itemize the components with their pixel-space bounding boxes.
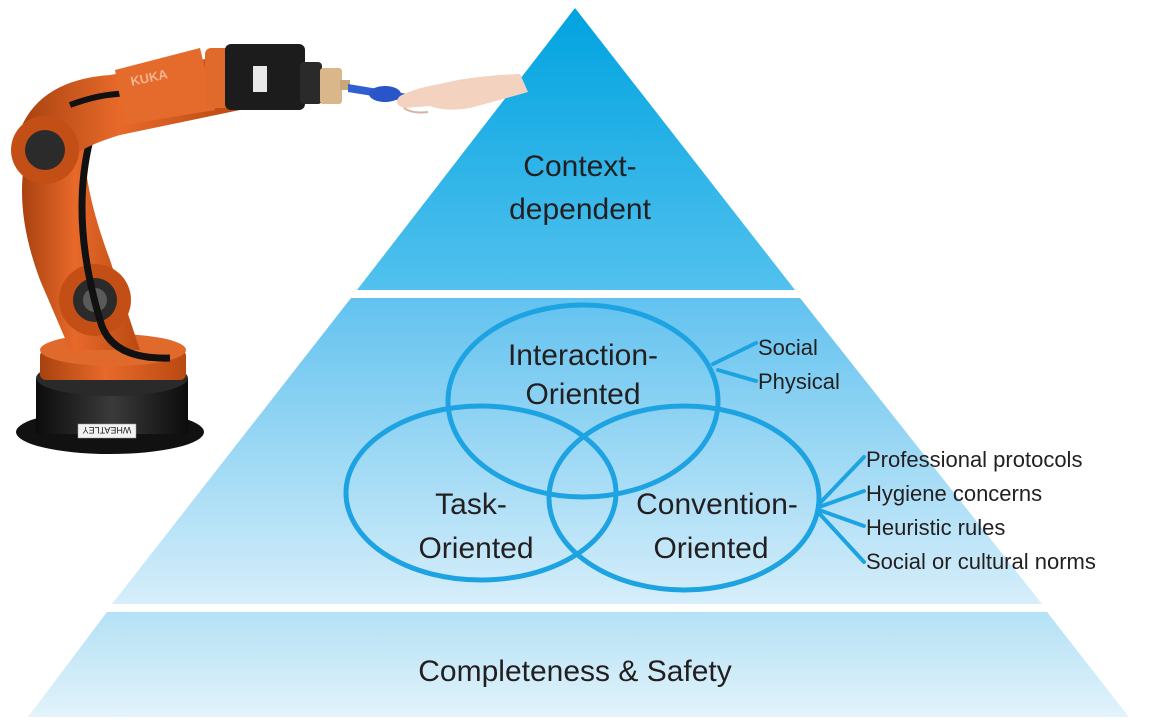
top-tier-label-line1: Context- <box>523 150 636 183</box>
convention-branch-hygiene-concerns: Hygiene concerns <box>866 481 1042 506</box>
convention-oriented-circle <box>546 403 822 593</box>
interaction-oriented-label-line2: Oriented <box>525 378 640 411</box>
convention-branch-professional-protocols: Professional protocols <box>866 447 1082 472</box>
interaction-oriented-label-line1: Interaction- <box>508 339 658 372</box>
bottom-tier-label: Completeness & Safety <box>418 655 732 688</box>
interaction-branch-social: Social <box>758 335 818 360</box>
task-oriented-label-line1: Task- <box>435 488 507 521</box>
convention-branch-heuristic-rules: Heuristic rules <box>866 515 1005 540</box>
robot-arm-illustration: WHEATLEY KUKA <box>11 44 528 454</box>
interaction-oriented-circle <box>445 302 721 500</box>
task-oriented-circle <box>343 403 619 583</box>
pyramid-bottom-tier <box>28 612 1129 717</box>
robot-base-label: WHEATLEY <box>83 425 132 435</box>
convention-oriented-label-line2: Oriented <box>653 532 768 565</box>
interaction-branch-physical: Physical <box>758 369 840 394</box>
pyramid-top-tier <box>357 8 795 290</box>
convention-oriented-label-line1: Convention- <box>636 488 798 521</box>
interaction-branch-lines <box>711 341 758 383</box>
top-tier-label-line2: dependent <box>509 193 651 226</box>
convention-branch-lines <box>816 455 866 564</box>
task-oriented-label-line2: Oriented <box>418 532 533 565</box>
convention-branch-social-cultural-norms: Social or cultural norms <box>866 549 1096 574</box>
